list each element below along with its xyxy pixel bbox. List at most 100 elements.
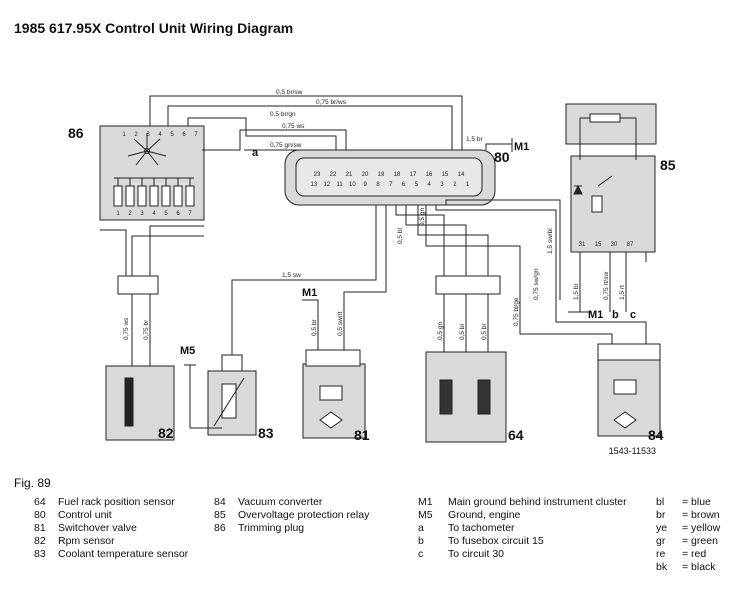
pin-number: 4 xyxy=(428,182,432,188)
wire-label: 1,5 br xyxy=(573,283,580,300)
legend-code: gr xyxy=(656,535,666,548)
pin-number: 1 xyxy=(116,211,120,217)
wire-label: 0,75 ws xyxy=(282,123,305,130)
legend-row: 84 Vacuum converter xyxy=(214,496,369,509)
pin-number: 9 xyxy=(364,182,368,188)
wire-label: 0,75 bl/ge xyxy=(513,297,520,326)
wire-label: 0,5 gn xyxy=(419,208,426,226)
legend-row: b To fusebox circuit 15 xyxy=(418,535,627,548)
legend-row: ye= yellow xyxy=(656,522,720,535)
ground-m1-top: M1 xyxy=(514,141,529,153)
pin-number: 21 xyxy=(346,172,353,178)
pin-number: 5 xyxy=(164,211,168,217)
legend-components-col2: 84 Vacuum converter 85 Overvoltage protecti… xyxy=(214,496,369,535)
legend-text: = brown xyxy=(682,509,720,522)
pin-number: 19 xyxy=(378,172,385,178)
legend-code: b xyxy=(418,535,424,548)
label-85: 85 xyxy=(660,157,676,173)
legend-code: 82 xyxy=(34,535,46,548)
pin-number: 2 xyxy=(453,182,457,188)
page-title: 1985 617.95X Control Unit Wiring Diagram xyxy=(14,20,294,36)
legend-code: 81 xyxy=(34,522,46,535)
wire-label: 1,5 sw xyxy=(282,272,301,279)
legend-code: re xyxy=(656,548,666,561)
legend-code: 84 xyxy=(214,496,226,508)
pin-number: 4 xyxy=(152,211,156,217)
pin-number: 23 xyxy=(314,172,321,178)
diagram-id: 1543-11533 xyxy=(609,446,656,456)
legend-text: = black xyxy=(682,561,716,574)
wire-label: 1,5 sw/bl xyxy=(547,228,554,254)
wire-label: 0,5 bl xyxy=(459,324,466,340)
fuel-rack-sensor-64 xyxy=(425,351,507,443)
pin-number: 30 xyxy=(611,242,618,248)
legend-row: 64 Fuel rack position sensor xyxy=(34,496,188,509)
connector-82 xyxy=(117,275,159,295)
legend-text: To tachometer xyxy=(448,522,515,535)
pin-number: 12 xyxy=(323,182,330,188)
wire-label: 0,75 br/ws xyxy=(316,99,347,106)
terminal-b: b xyxy=(612,309,619,321)
legend-text: Fuel rack position sensor xyxy=(58,496,175,508)
rpm-sensor-82 xyxy=(105,365,175,441)
pin-number: 6 xyxy=(402,182,406,188)
legend-code: M1 xyxy=(418,496,433,508)
legend-code: 80 xyxy=(34,509,46,522)
legend-row: 82 Rpm sensor xyxy=(34,535,188,548)
pin-number: 15 xyxy=(595,242,602,248)
legend-text: Rpm sensor xyxy=(58,535,115,548)
label-82: 82 xyxy=(158,425,174,441)
legend-text: To circuit 30 xyxy=(448,548,505,561)
legend-row: 85 Overvoltage protection relay xyxy=(214,509,369,522)
wire-label: 0,75 br xyxy=(143,319,150,340)
pin-number: 7 xyxy=(194,132,198,138)
legend-components-col1: 64 Fuel rack position sensor 80 Control uni… xyxy=(34,496,188,561)
wire-label: 0,5 gn xyxy=(437,322,444,340)
legend-code: ye xyxy=(656,522,668,535)
pin-number: 2 xyxy=(134,132,138,138)
pin-number: 7 xyxy=(188,211,192,217)
wire-label: 0,75 ws xyxy=(123,317,130,340)
legend-row: c To circuit 30 xyxy=(418,548,627,561)
legend-code: bk xyxy=(656,561,668,574)
label-81: 81 xyxy=(354,427,370,443)
terminal-c: c xyxy=(630,309,636,321)
pin-number: 3 xyxy=(146,132,150,138)
wire-label: 1,5 br xyxy=(466,136,483,143)
legend-code: br xyxy=(656,509,666,522)
label-86: 86 xyxy=(68,125,84,141)
pin-number: 87 xyxy=(627,242,634,248)
legend-row: M1 Main ground behind instrument cluster xyxy=(418,496,627,509)
legend-text: Overvoltage protection relay xyxy=(238,509,370,522)
legend-text: To fusebox circuit 15 xyxy=(448,535,544,548)
terminal-a: a xyxy=(252,147,259,159)
wire-label: 0,5 br xyxy=(311,319,318,336)
wire-label: 0,75 sw/gn xyxy=(533,268,540,300)
wire-label: 0,5 br/sw xyxy=(276,89,303,96)
legend-text: Main ground behind instrument cluster xyxy=(448,496,627,508)
legend-text: Vacuum converter xyxy=(238,496,323,508)
wire-label: 0,5 sw/rt xyxy=(337,311,344,336)
wire-label: 0,75 rt/sw xyxy=(603,272,610,300)
pin-number: 10 xyxy=(349,182,356,188)
legend-code: bl xyxy=(656,496,665,508)
legend-text: = green xyxy=(682,535,718,548)
connector-64 xyxy=(435,275,501,295)
relay-85 xyxy=(570,155,656,253)
legend-code: 85 xyxy=(214,509,226,522)
legend-text: Control unit xyxy=(58,509,112,522)
legend-code: 64 xyxy=(34,496,46,508)
legend-code: c xyxy=(418,548,424,561)
legend-text: Trimming plug xyxy=(238,522,305,535)
pin-number: 1 xyxy=(466,182,470,188)
wire-label: 0,5 br/gn xyxy=(270,111,296,118)
legend-code: 83 xyxy=(34,548,46,561)
